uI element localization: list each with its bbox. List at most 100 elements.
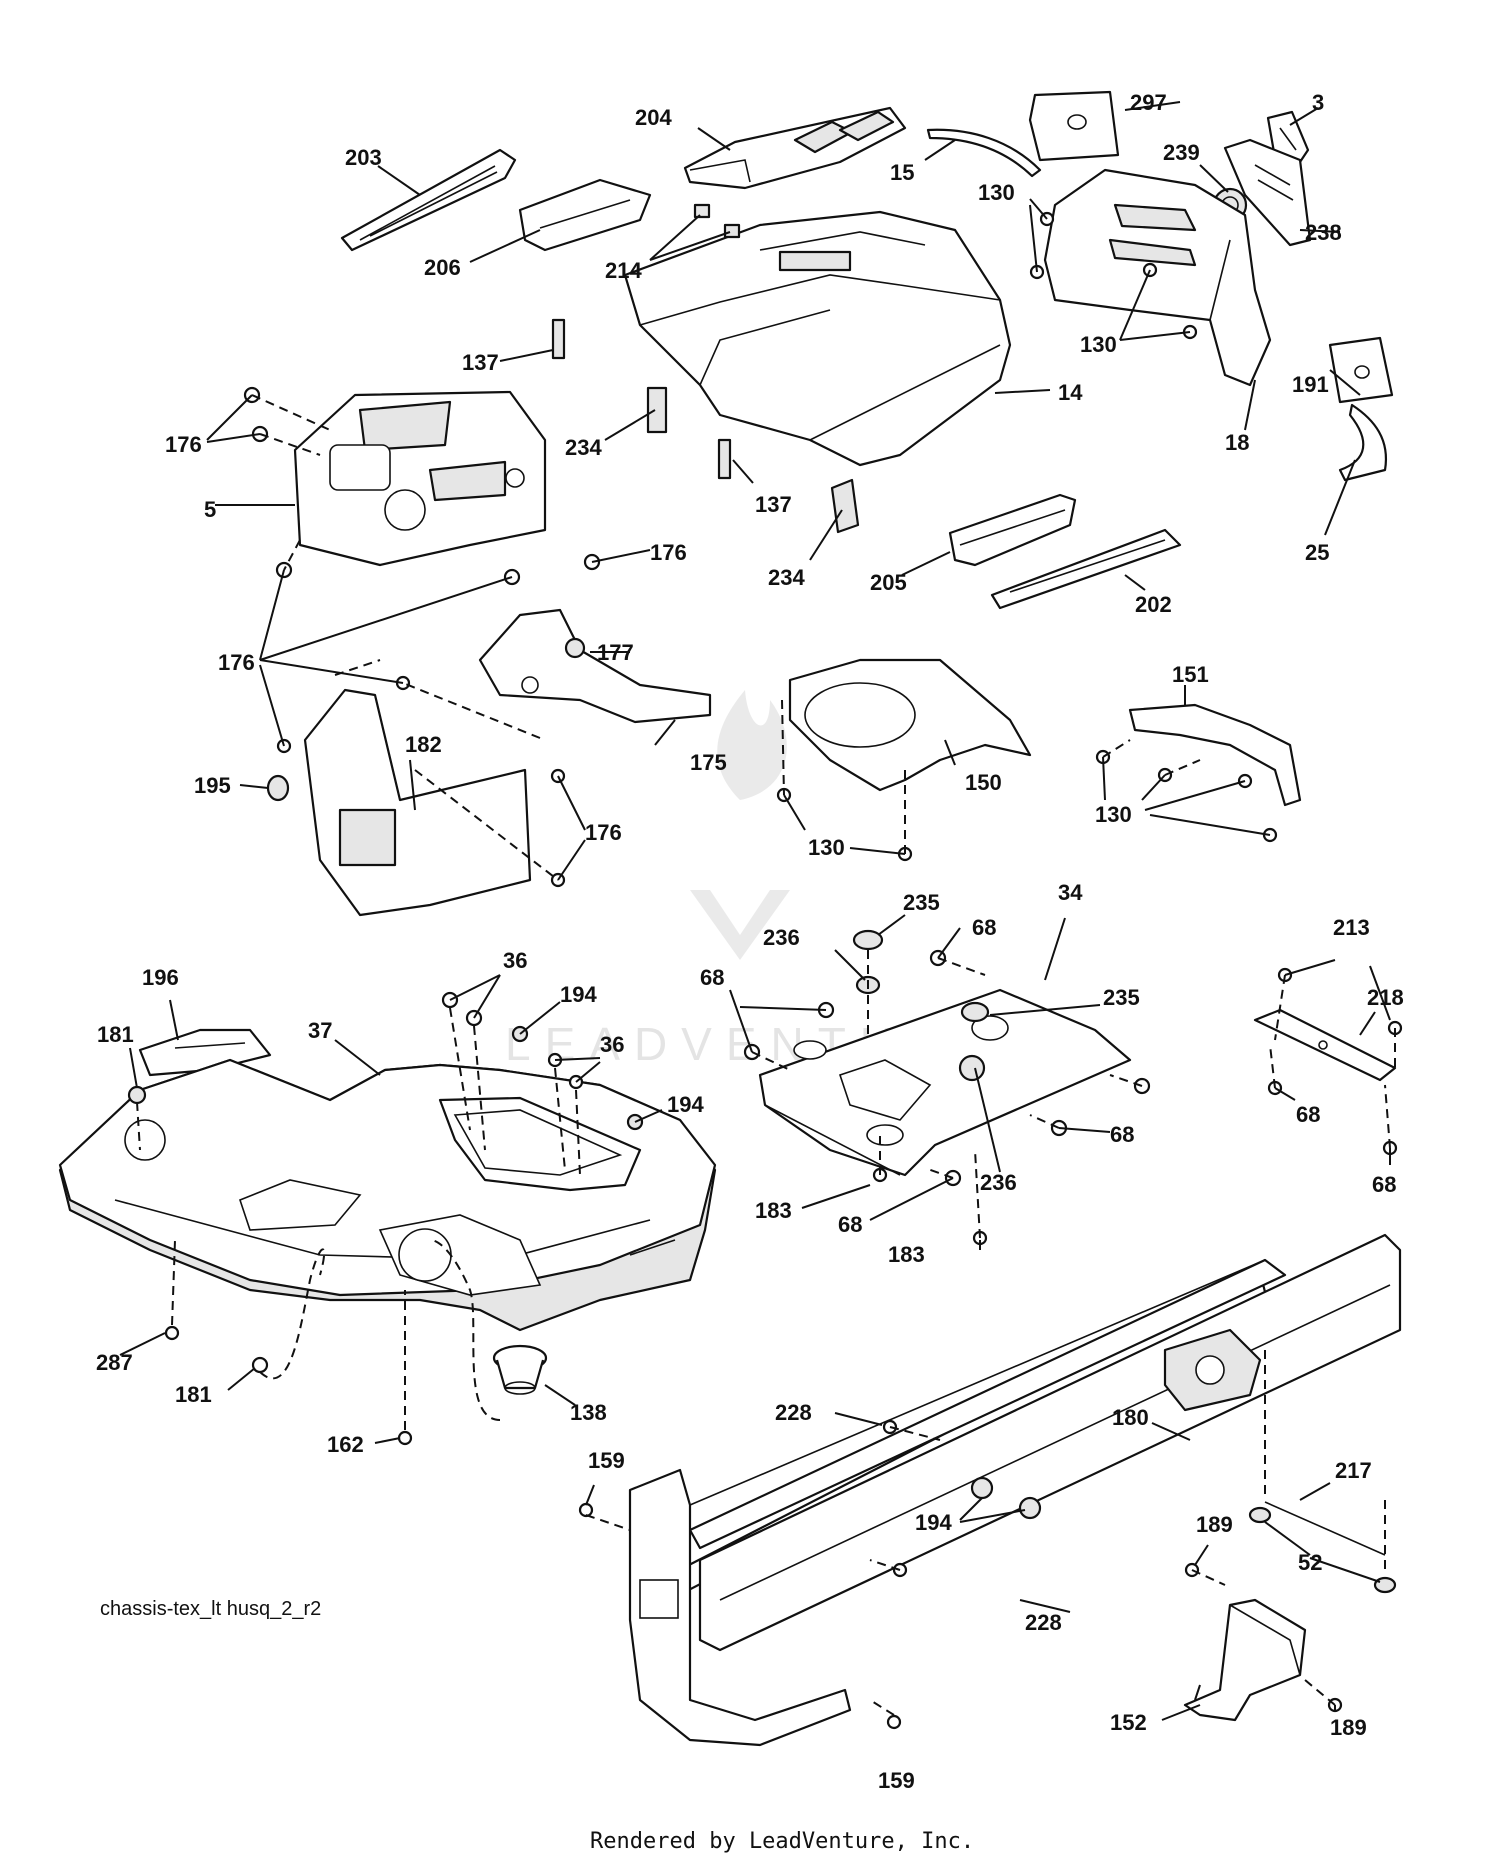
callout-15[interactable]: 15	[890, 160, 914, 185]
callout-68-top[interactable]: 68	[972, 915, 996, 940]
callout-204[interactable]: 204	[635, 105, 672, 130]
callout-183-left[interactable]: 183	[755, 1198, 792, 1223]
callout-36-upper[interactable]: 36	[503, 948, 527, 973]
callout-37[interactable]: 37	[308, 1018, 332, 1043]
part-25-bracket[interactable]	[1338, 403, 1388, 482]
callout-180[interactable]: 180	[1112, 1405, 1149, 1430]
callout-159-upper[interactable]: 159	[588, 1448, 625, 1473]
part-14-hood[interactable]	[623, 210, 1012, 467]
callout-195[interactable]: 195	[194, 773, 231, 798]
callout-181-lower[interactable]: 181	[175, 1382, 212, 1407]
part-18-hood-nose[interactable]	[1043, 168, 1272, 387]
callout-36-lower[interactable]: 36	[600, 1032, 624, 1057]
part-196-console-cover[interactable]	[138, 1028, 272, 1077]
part-234-seal-upper[interactable]	[646, 386, 668, 434]
part-137-tab-lower[interactable]	[717, 438, 732, 480]
part-235-bushing-upper[interactable]	[852, 929, 884, 951]
callout-181-upper[interactable]: 181	[97, 1022, 134, 1047]
callout-203[interactable]: 203	[345, 145, 382, 170]
part-234-seal-lower[interactable]	[830, 478, 860, 534]
callout-68-bottom-right[interactable]: 68	[1372, 1172, 1396, 1197]
callout-52[interactable]: 52	[1298, 1550, 1322, 1575]
callout-206[interactable]: 206	[424, 255, 461, 280]
part-297-cap[interactable]	[1028, 90, 1120, 162]
callout-235-lower[interactable]: 235	[1103, 985, 1140, 1010]
callout-238[interactable]: 238	[1305, 220, 1342, 245]
callout-14[interactable]: 14	[1058, 380, 1083, 405]
screw-162[interactable]	[397, 1430, 413, 1446]
part-191-side-cover[interactable]	[1328, 336, 1394, 404]
callout-130-top[interactable]: 130	[978, 180, 1015, 205]
callout-205[interactable]: 205	[870, 570, 907, 595]
callout-25[interactable]: 25	[1305, 540, 1329, 565]
callout-183-right[interactable]: 183	[888, 1242, 925, 1267]
callout-189-upper[interactable]: 189	[1196, 1512, 1233, 1537]
part-34-mount-plate[interactable]	[758, 988, 1132, 1177]
nut-194-d[interactable]	[1018, 1496, 1042, 1520]
callout-68-plate-right[interactable]: 68	[1110, 1122, 1134, 1147]
callout-191[interactable]: 191	[1292, 372, 1329, 397]
callout-189-lower[interactable]: 189	[1330, 1715, 1367, 1740]
part-52-bushing-a[interactable]	[1248, 1506, 1272, 1524]
callout-213[interactable]: 213	[1333, 915, 1370, 940]
callout-176-middle[interactable]: 176	[218, 650, 255, 675]
part-217-rod[interactable]	[1264, 1501, 1386, 1556]
part-37-fender[interactable]	[58, 1058, 717, 1332]
part-182-lower-dash[interactable]	[303, 688, 532, 917]
callout-175[interactable]: 175	[690, 750, 727, 775]
part-235-bushing-lower[interactable]	[960, 1001, 990, 1023]
screw-287[interactable]	[164, 1325, 180, 1341]
part-203-side-grille[interactable]	[340, 148, 517, 252]
part-206-air-duct[interactable]	[518, 178, 652, 252]
callout-152[interactable]: 152	[1110, 1710, 1147, 1735]
callout-218[interactable]: 218	[1367, 985, 1404, 1010]
callout-150[interactable]: 150	[965, 770, 1002, 795]
callout-239[interactable]: 239	[1163, 140, 1200, 165]
callout-162[interactable]: 162	[327, 1432, 364, 1457]
part-218-bracket-plate[interactable]	[1253, 1008, 1397, 1082]
part-175-dash-bracket[interactable]	[478, 608, 712, 724]
part-195-plug[interactable]	[266, 774, 290, 802]
callout-5[interactable]: 5	[204, 497, 216, 522]
nut-181-b[interactable]	[251, 1356, 269, 1374]
part-15-trim-strip[interactable]	[926, 128, 1042, 178]
bolt-159-a[interactable]	[578, 1502, 594, 1518]
callout-177[interactable]: 177	[597, 640, 634, 665]
callout-217[interactable]: 217	[1335, 1458, 1372, 1483]
callout-176-upper[interactable]: 176	[165, 432, 202, 457]
part-138-grommet[interactable]	[492, 1344, 548, 1395]
callout-236-lower[interactable]: 236	[980, 1170, 1017, 1195]
callout-68-plate-left[interactable]: 68	[1296, 1102, 1320, 1127]
callout-228-lower[interactable]: 228	[1025, 1610, 1062, 1635]
callout-196[interactable]: 196	[142, 965, 179, 990]
pin-176-e[interactable]	[503, 568, 521, 586]
callout-194-frame[interactable]: 194	[915, 1510, 952, 1535]
part-150-fuel-shroud[interactable]	[788, 658, 1032, 792]
part-214-clip-a[interactable]	[693, 203, 711, 219]
callout-130-right[interactable]: 130	[1080, 332, 1117, 357]
part-frame-front-plate[interactable]	[628, 1259, 1266, 1747]
bolt-159-b[interactable]	[886, 1714, 902, 1730]
part-151-bracket[interactable]	[1128, 703, 1302, 807]
nut-194-c[interactable]	[970, 1476, 994, 1500]
part-202-side-grille[interactable]	[990, 528, 1182, 610]
part-177-nut[interactable]	[564, 637, 586, 659]
callout-151[interactable]: 151	[1172, 662, 1209, 687]
callout-176-lower[interactable]: 176	[585, 820, 622, 845]
callout-130-tank[interactable]: 130	[808, 835, 845, 860]
callout-137-lower[interactable]: 137	[755, 492, 792, 517]
callout-297[interactable]: 297	[1130, 90, 1167, 115]
callout-235-upper[interactable]: 235	[903, 890, 940, 915]
callout-176-console[interactable]: 176	[650, 540, 687, 565]
callout-234-upper[interactable]: 234	[565, 435, 602, 460]
callout-182[interactable]: 182	[405, 732, 442, 757]
part-205-duct[interactable]	[948, 493, 1077, 567]
callout-202[interactable]: 202	[1135, 592, 1172, 617]
part-180-frame[interactable]	[648, 1233, 1402, 1652]
callout-214[interactable]: 214	[605, 258, 642, 283]
part-238-front-grille[interactable]	[1223, 138, 1312, 247]
part-204-hood-grille[interactable]	[683, 106, 907, 190]
callout-137-upper[interactable]: 137	[462, 350, 499, 375]
callout-287[interactable]: 287	[96, 1350, 133, 1375]
callout-194-fender[interactable]: 194	[667, 1092, 704, 1117]
